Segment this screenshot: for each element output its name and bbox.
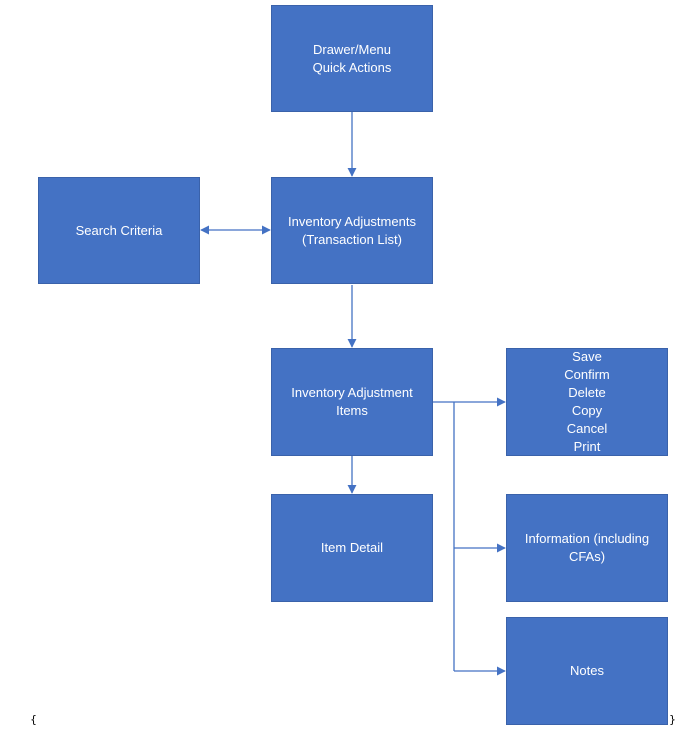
items-label-line: Inventory Adjustment bbox=[291, 385, 413, 400]
right-brace-mark: } bbox=[669, 713, 676, 726]
information-label-line: Information (including bbox=[524, 531, 650, 546]
inventory-label-line: Inventory Adjustments bbox=[288, 213, 416, 229]
actions-label-line: Copy bbox=[571, 403, 603, 418]
items-label-line: Items bbox=[336, 403, 368, 418]
actions-label-line: Delete bbox=[568, 385, 606, 400]
information-label-line: CFAs) bbox=[568, 549, 606, 564]
notes-label-line: Notes bbox=[570, 663, 604, 678]
drawer-label-line: Drawer/Menu bbox=[312, 41, 392, 57]
search-label-line: Search Criteria bbox=[75, 222, 163, 238]
detail-label-line: Item Detail bbox=[320, 540, 384, 555]
actions-label-line: Confirm bbox=[564, 367, 610, 382]
search-criteria-box: Search Criteria bbox=[38, 177, 200, 284]
drawer-label-line: Quick Actions bbox=[312, 59, 392, 75]
item-detail-box: Item Detail bbox=[271, 494, 433, 602]
actions-label-line: Cancel bbox=[566, 421, 608, 436]
left-brace-mark: { bbox=[30, 713, 37, 726]
inventory-adjustments-box: Inventory Adjustments (Transaction List) bbox=[271, 177, 433, 284]
actions-label-line: Save bbox=[572, 349, 602, 364]
notes-box: Notes bbox=[506, 617, 668, 725]
actions-label-line: Print bbox=[573, 439, 601, 454]
inventory-label-line: (Transaction List) bbox=[302, 231, 402, 247]
